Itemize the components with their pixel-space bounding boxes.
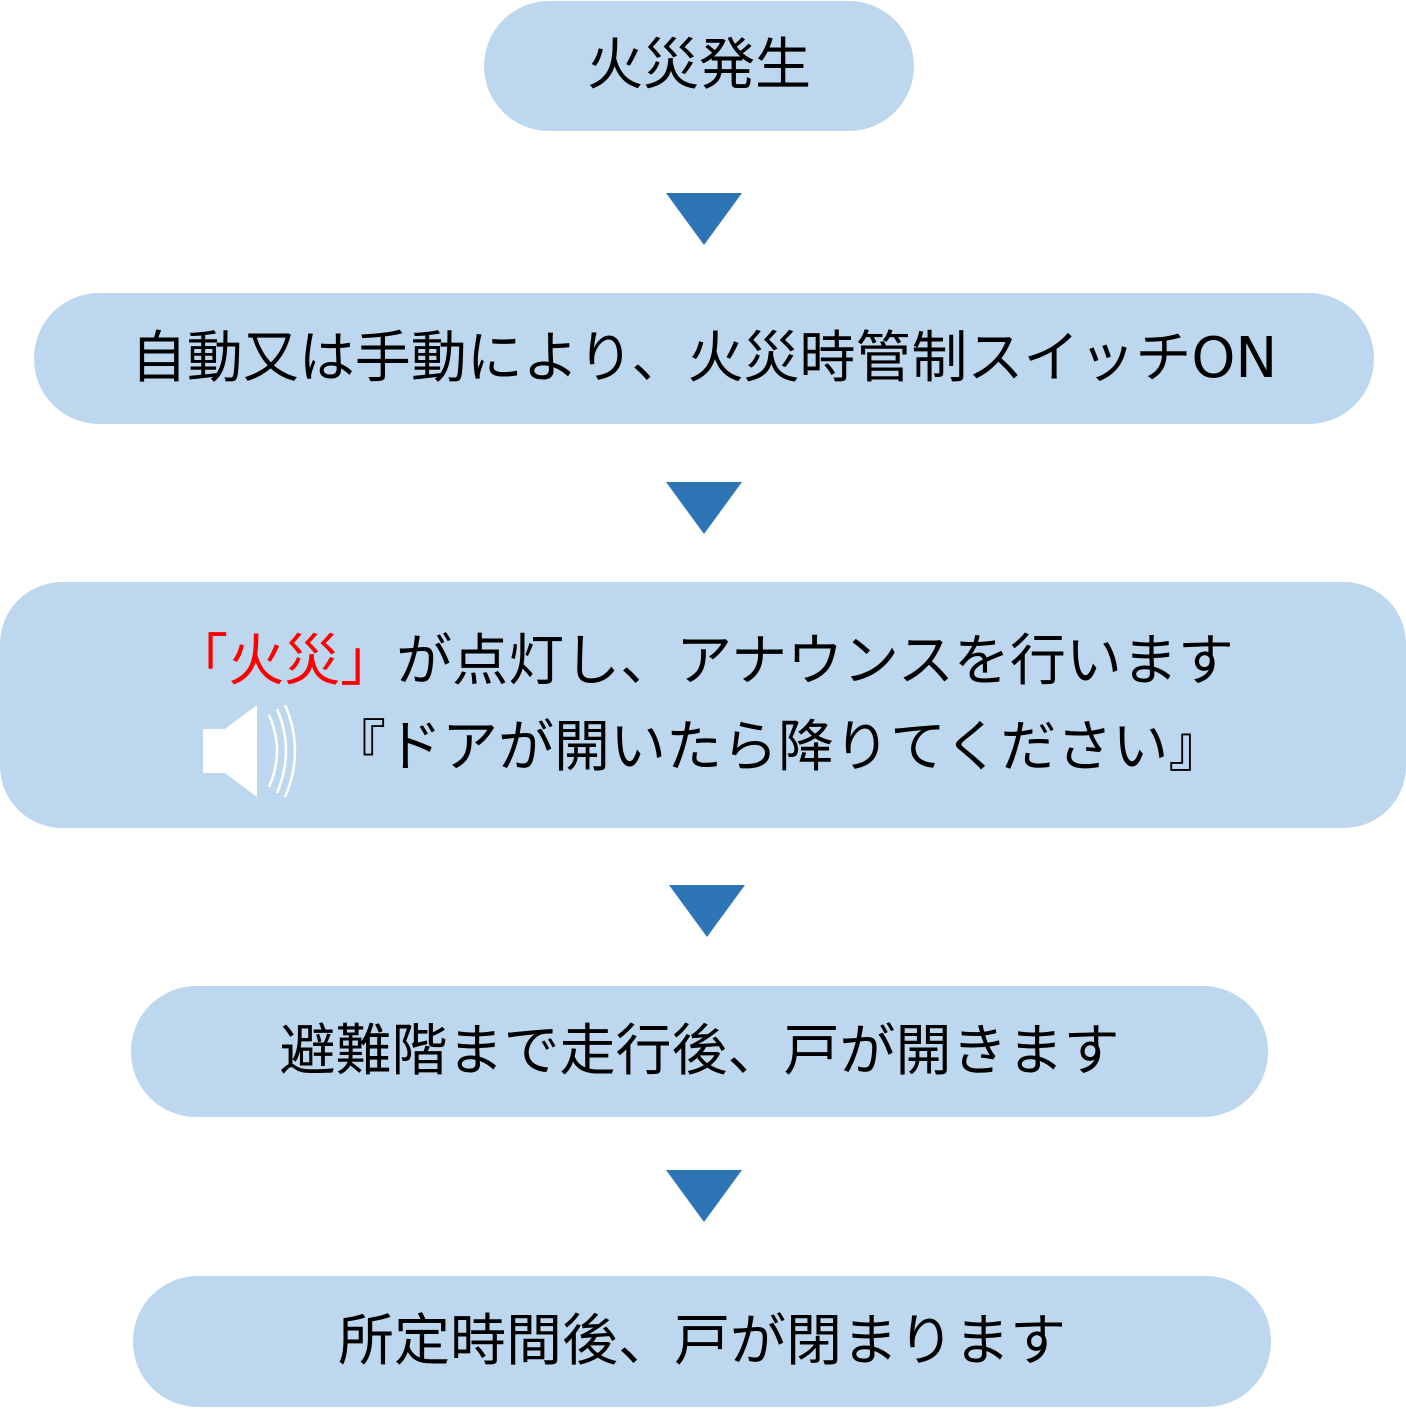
speaker-icon <box>203 704 297 798</box>
step-control-switch-on-label: 自動又は手動により、火災時管制スイッチON <box>130 325 1278 391</box>
step-control-switch-on: 自動又は手動により、火災時管制スイッチON <box>34 293 1374 424</box>
step-doors-close: 所定時間後、戸が閉まります <box>133 1276 1271 1407</box>
step-fire-occurs: 火災発生 <box>484 1 914 131</box>
down-arrow-icon <box>666 482 742 534</box>
fire-indicator-text: 「火災」 <box>172 629 397 694</box>
announcement-line-1-text: が点灯し、アナウンスを行います <box>396 629 1234 694</box>
step-doors-open-at-evacuation-floor: 避難階まで走行後、戸が開きます <box>131 986 1268 1117</box>
step-fire-occurs-label: 火災発生 <box>587 33 811 98</box>
down-arrow-icon <box>669 885 745 937</box>
step-announcement: 「火災」が点灯し、アナウンスを行います 『ドアが開いたら降りてください』 <box>0 582 1406 828</box>
announcement-line-1: 「火災」が点灯し、アナウンスを行います <box>0 634 1406 690</box>
down-arrow-icon <box>666 1170 742 1222</box>
step-doors-open-label: 避難階まで走行後、戸が開きます <box>279 1018 1120 1084</box>
down-arrow-icon <box>666 193 742 245</box>
step-doors-close-label: 所定時間後、戸が閉まります <box>338 1308 1066 1374</box>
announcement-line-2: 『ドアが開いたら降りてください』 <box>330 715 1225 780</box>
